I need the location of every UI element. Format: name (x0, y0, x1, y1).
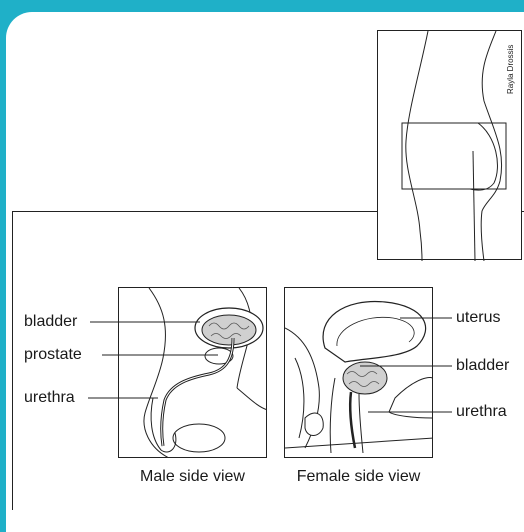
male-caption: Male side view (118, 468, 267, 486)
label-female-uterus: uterus (456, 310, 500, 326)
label-male-bladder: bladder (24, 314, 77, 330)
label-female-bladder: bladder (456, 358, 509, 374)
female-anatomy-drawing (285, 288, 433, 458)
label-female-urethra: urethra (456, 404, 507, 420)
illustrator-credit: Rayla Drossis (506, 34, 520, 94)
male-side-view-panel (118, 287, 267, 458)
female-caption: Female side view (284, 468, 433, 486)
label-male-urethra: urethra (24, 390, 75, 406)
body-outline-drawing (378, 31, 523, 261)
label-male-prostate: prostate (24, 347, 82, 363)
female-side-view-panel (284, 287, 433, 458)
body-outline-inset (377, 30, 522, 260)
sheet-border-left (12, 211, 13, 510)
male-anatomy-drawing (119, 288, 267, 458)
sheet-border-top (12, 211, 377, 212)
